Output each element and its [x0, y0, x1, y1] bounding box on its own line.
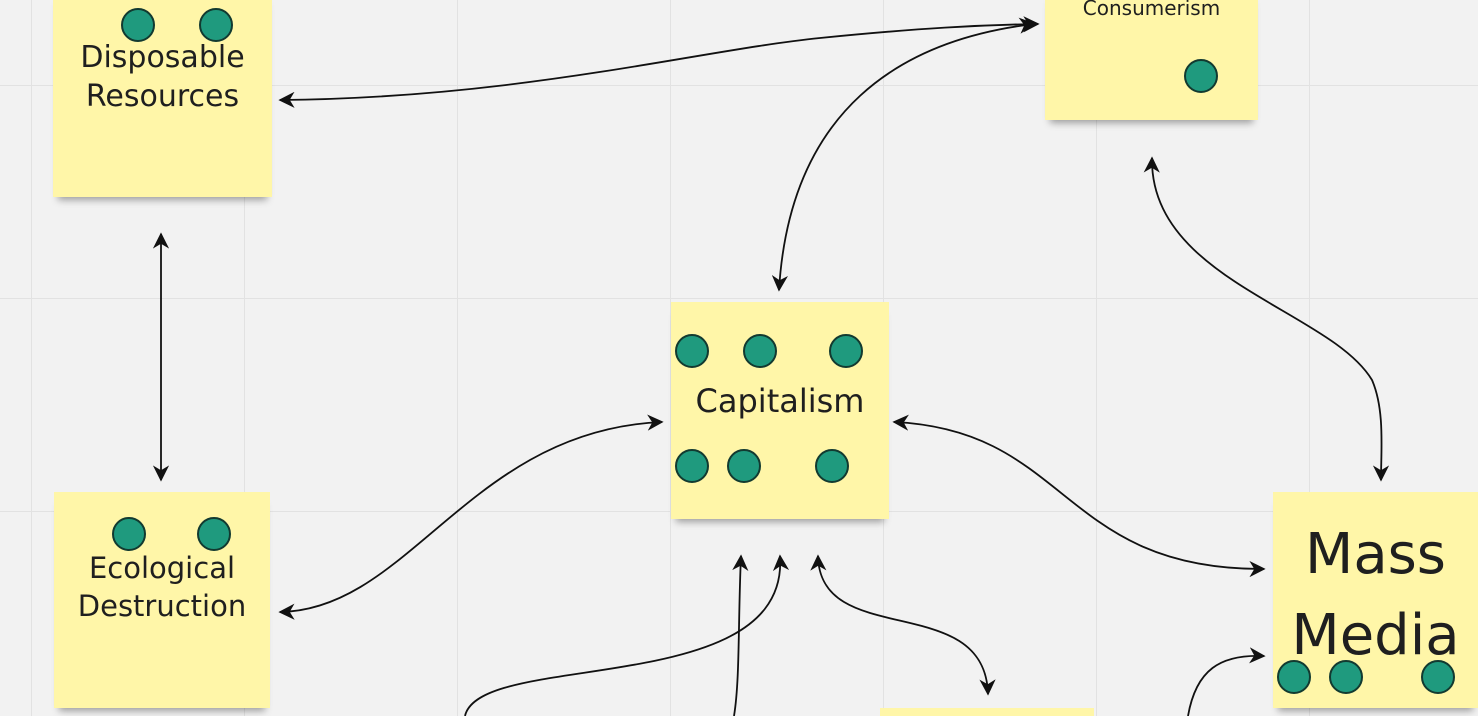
connector-bottom-massmedia[interactable]: [1187, 647, 1266, 716]
note-label: Capitalism: [695, 382, 865, 420]
connector-ecological-capitalism[interactable]: [278, 414, 664, 620]
vote-dot: [112, 517, 146, 551]
connector-capitalism-bottom-mid[interactable]: [732, 554, 749, 716]
note-label: Mass Media: [1291, 522, 1460, 669]
connector-capitalism-bottom-note[interactable]: [810, 554, 996, 696]
sticky-note-mass-media[interactable]: Mass Media: [1273, 492, 1478, 708]
note-label: Ecological Destruction: [77, 551, 247, 623]
connector-consumerism-capitalism[interactable]: [771, 17, 1036, 292]
note-label: Consumerism: [1082, 0, 1221, 20]
sticky-note-ecological-destruction[interactable]: Ecological Destruction: [54, 492, 270, 708]
vote-dot: [199, 8, 233, 42]
connector-consumerism-massmedia[interactable]: [1143, 156, 1390, 482]
vote-dot: [727, 449, 761, 483]
connector-capitalism-massmedia[interactable]: [892, 414, 1266, 578]
vote-dot: [1421, 660, 1455, 694]
vote-dot: [1277, 660, 1311, 694]
connector-disposable-consumerism[interactable]: [278, 16, 1040, 108]
vote-dot: [829, 334, 863, 368]
sticky-note-partial-bottom[interactable]: [880, 708, 1094, 716]
vote-dot: [815, 449, 849, 483]
vote-dot: [197, 517, 231, 551]
vote-dot: [1184, 59, 1218, 93]
connector-capitalism-bottom-left[interactable]: [464, 554, 790, 716]
vote-dot: [675, 449, 709, 483]
sticky-note-capitalism[interactable]: Capitalism: [671, 302, 889, 519]
sticky-note-consumerism[interactable]: Consumerism: [1045, 0, 1258, 120]
sticky-note-disposable-resources[interactable]: Disposable Resources: [53, 0, 272, 197]
vote-dot: [1329, 660, 1363, 694]
vote-dot: [675, 334, 709, 368]
vote-dot: [121, 8, 155, 42]
vote-dot: [743, 334, 777, 368]
note-label: Disposable Resources: [80, 40, 245, 114]
